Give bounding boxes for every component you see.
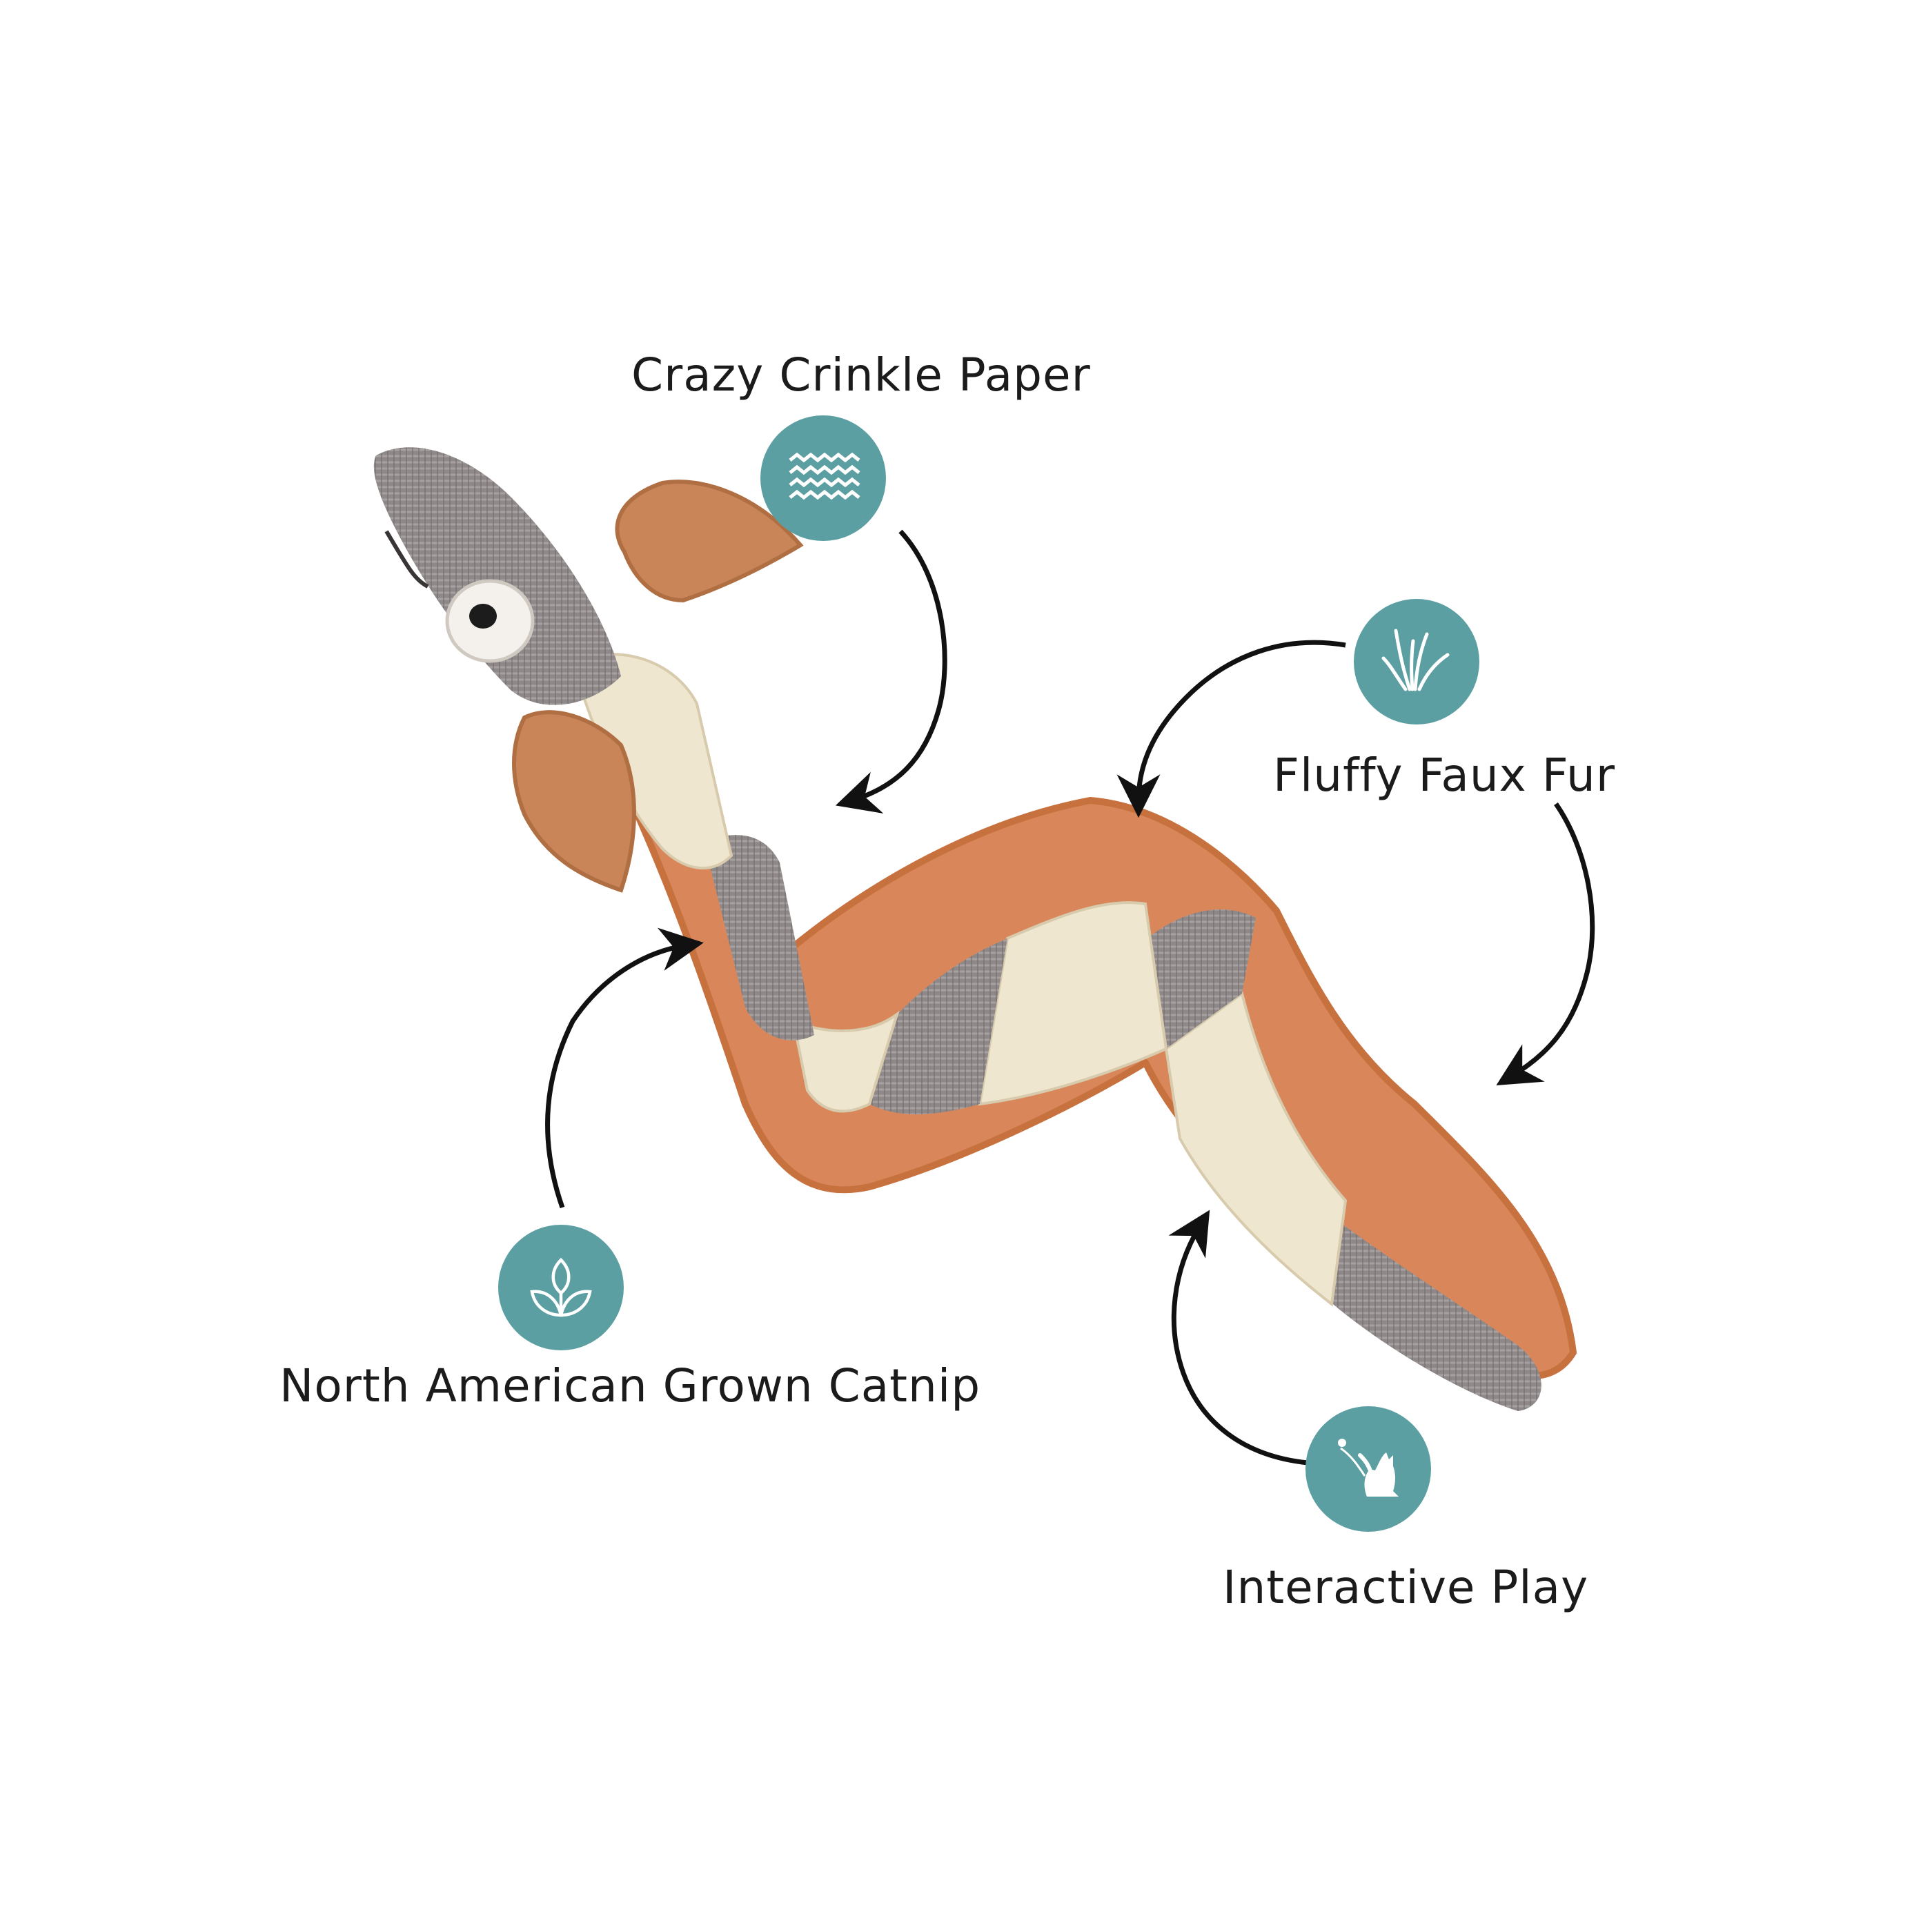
arrow-interactive xyxy=(1168,1210,1308,1466)
badge-faux-fur xyxy=(1354,599,1479,724)
cat-playing-icon xyxy=(1338,1439,1399,1497)
label-faux-fur: Fluffy Faux Fur xyxy=(1273,749,1616,802)
worm-head xyxy=(373,447,621,705)
label-crinkle-paper: Crazy Crinkle Paper xyxy=(631,348,1091,402)
body-segment-cream-1 xyxy=(791,1010,900,1113)
mouth-stitch xyxy=(384,530,429,589)
label-catnip: North American Grown Catnip xyxy=(279,1359,981,1412)
body-segment-gray-3 xyxy=(1132,909,1256,1049)
badge-crinkle-paper xyxy=(760,415,886,541)
tail-segment-gray xyxy=(1311,1201,1541,1411)
body-segment-cream-3 xyxy=(1164,991,1348,1307)
worm-plush-toy xyxy=(373,447,1577,1411)
leaf-sprout-icon xyxy=(530,1257,592,1317)
lower-ear xyxy=(512,710,636,893)
arrow-fur-left xyxy=(1116,640,1346,818)
badge-catnip xyxy=(498,1225,624,1350)
fur-tuft-icon xyxy=(1381,629,1450,691)
body-segment-gray-1 xyxy=(704,835,814,1041)
arrow-catnip xyxy=(545,927,704,1209)
wave-lines-icon xyxy=(789,452,860,500)
label-interactive-play: Interactive Play xyxy=(1223,1561,1589,1614)
arrow-fur-right xyxy=(1496,802,1595,1085)
badge-interactive-play xyxy=(1305,1406,1431,1532)
top-ear xyxy=(615,480,804,603)
body-segment-cream-2 xyxy=(978,901,1168,1106)
body-segment-gray-2 xyxy=(869,938,1007,1114)
arrow-crinkle xyxy=(835,529,947,814)
embroidered-eye xyxy=(445,579,535,663)
